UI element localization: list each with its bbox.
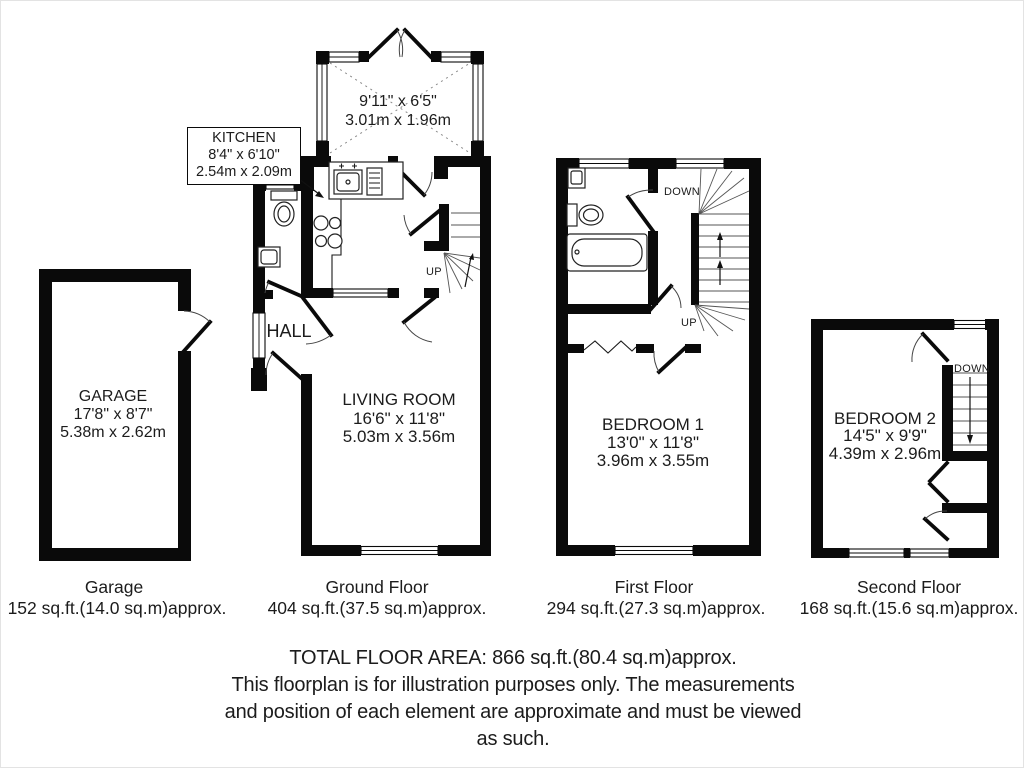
- garage-name: GARAGE: [78, 388, 148, 405]
- first-stairs-up-label: UP: [681, 317, 697, 329]
- bedroom1-dims-ft: 13'0" x 11'8": [607, 433, 699, 452]
- disclaimer-line1: This floorplan is for illustration purpo…: [231, 674, 795, 696]
- cupboard-door-1: [927, 460, 950, 504]
- second-floor-plan: [811, 319, 999, 558]
- total-floor-area: TOTAL FLOOR AREA: 866 sq.ft.(80.4 sq.m)a…: [289, 647, 737, 669]
- garage-plan: [39, 269, 213, 561]
- conservatory-dims-m: 3.01m x 1.96m: [345, 112, 451, 129]
- floorplan-canvas: [39, 27, 999, 561]
- ground-floor-plan: [251, 27, 491, 556]
- bedroom1-name: BEDROOM 1: [601, 415, 705, 434]
- wc-basin: [257, 246, 281, 268]
- cupboard-door-2: [922, 510, 950, 542]
- kitchen-dims-m: 2.54m x 2.09m: [196, 164, 292, 180]
- garage-dims-ft: 17'8" x 8'7": [73, 406, 153, 423]
- bedroom1-door: [653, 345, 688, 375]
- wc-toilet: [270, 190, 298, 227]
- caption-garage-area: 152 sq.ft.(14.0 sq.m)approx.: [7, 598, 227, 618]
- living-room-name: LIVING ROOM: [342, 390, 456, 409]
- wc-door: [264, 279, 304, 299]
- second-floor-stairs: [953, 372, 987, 446]
- hob: [313, 215, 343, 249]
- caption-ground-title: Ground Floor: [325, 577, 429, 597]
- ground-stairs-up-label: UP: [426, 266, 442, 278]
- bathtub: [566, 233, 648, 272]
- second-stairs-down-label: DOWN: [953, 363, 991, 375]
- living-room-dims-ft: 16'6" x 11'8": [353, 409, 445, 428]
- caption-second-title: Second Floor: [856, 577, 962, 597]
- kitchen-counter: [328, 161, 404, 288]
- garage-door: [181, 310, 213, 354]
- first-floor-plan: [556, 158, 761, 556]
- kitchen-label-box: KITCHEN 8'4" x 6'10" 2.54m x 2.09m: [187, 127, 301, 185]
- caption-first-title: First Floor: [614, 577, 694, 597]
- hall-name: HALL: [266, 321, 312, 341]
- bathroom-basin: [567, 167, 586, 189]
- french-doors: [366, 27, 434, 60]
- kitchen-landing-door: [403, 208, 442, 237]
- bedroom2-dims-ft: 14'5" x 9'9": [843, 426, 927, 445]
- ground-stairs: [443, 212, 481, 294]
- living-room-dims-m: 5.03m x 3.56m: [342, 427, 456, 446]
- bedroom2-name: BEDROOM 2: [833, 409, 937, 428]
- caption-ground-area: 404 sq.ft.(37.5 sq.m)approx.: [267, 598, 487, 618]
- caption-second-area: 168 sq.ft.(15.6 sq.m)approx.: [799, 598, 1019, 618]
- caption-first-area: 294 sq.ft.(27.3 sq.m)approx.: [546, 598, 766, 618]
- first-stairs-down-label: DOWN: [663, 186, 701, 198]
- front-door: [265, 350, 304, 381]
- bathroom-door: [625, 189, 656, 234]
- kitchen-name: KITCHEN: [212, 130, 276, 146]
- kitchen-dims-ft: 8'4" x 6'10": [208, 147, 280, 163]
- landing-door: [648, 283, 682, 312]
- garage-dims-m: 5.38m x 2.62m: [60, 424, 166, 441]
- bedroom1-dims-m: 3.96m x 3.55m: [596, 451, 710, 470]
- hall-kitchen-door: [300, 295, 334, 345]
- disclaimer-line3: as such.: [476, 728, 550, 750]
- conservatory-dims-ft: 9'11" x 6'5": [359, 93, 437, 110]
- disclaimer-line2: and position of each element are approxi…: [224, 701, 802, 723]
- living-room-door: [401, 295, 437, 343]
- first-floor-stairs: [691, 168, 750, 337]
- bedroom2-dims-m: 4.39m x 2.96m: [828, 444, 942, 463]
- kitchen-label-pointer: [298, 178, 324, 198]
- caption-garage-title: Garage: [84, 577, 144, 597]
- bathroom-toilet: [566, 203, 604, 227]
- bedroom2-door: [911, 331, 950, 363]
